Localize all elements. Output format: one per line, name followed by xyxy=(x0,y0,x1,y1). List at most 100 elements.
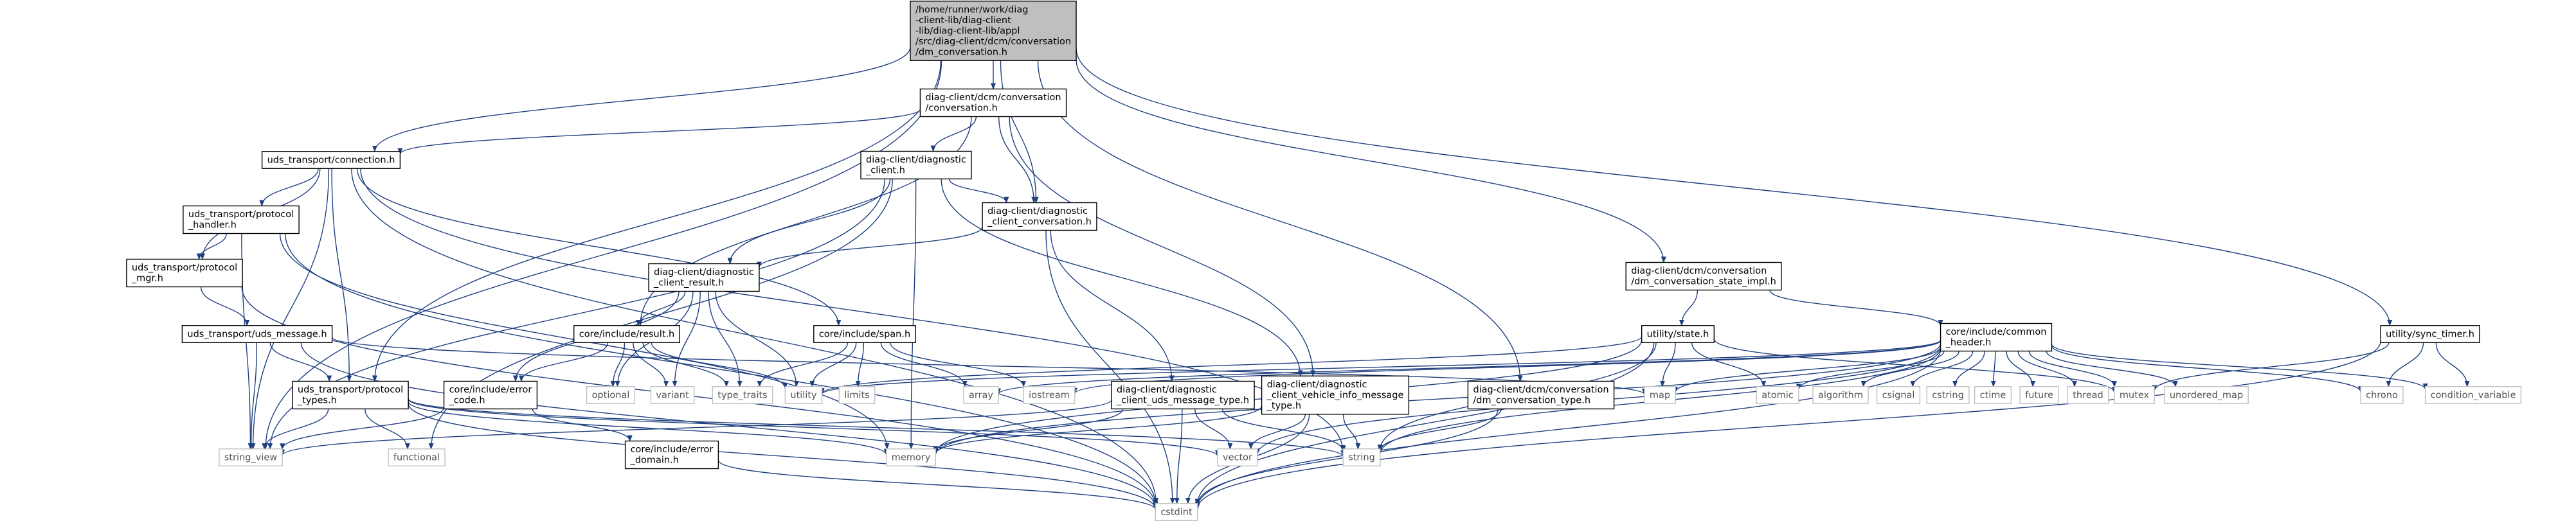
node-label-line: core/include/result.h xyxy=(579,329,675,339)
edge-vehicle-info-message-type-to-memory xyxy=(933,405,1263,455)
node-uds-message-type[interactable]: diag-client/diagnostic_client_uds_messag… xyxy=(1111,380,1255,410)
edge-connection-to-protocol-handler xyxy=(259,168,319,207)
node-label-line: _domain.h xyxy=(630,455,679,466)
edge-diag-client-to-client-conversation xyxy=(948,179,1009,204)
node-client-conversation[interactable]: diag-client/diagnostic_client_conversati… xyxy=(982,202,1097,231)
node-label-line: _type.h xyxy=(1266,401,1301,411)
node-label-line: utility/state.h xyxy=(1647,329,1709,339)
edge-protocol-types-to-vector xyxy=(408,398,1220,457)
edge-sync-timer-to-mutex xyxy=(2152,342,2390,392)
edge-diag-client-to-memory xyxy=(908,179,917,450)
edge-state-to-map xyxy=(1659,342,1676,387)
node-root[interactable]: /home/runner/work/diag-client-lib/diag-c… xyxy=(910,1,1077,61)
node-label-line: core/include/error xyxy=(449,385,532,395)
edge-uds-message-type-to-memory xyxy=(933,409,1123,453)
node-conversation[interactable]: diag-client/dcm/conversation/conversatio… xyxy=(919,88,1067,118)
node-client-result[interactable]: diag-client/diagnostic_client_result.h xyxy=(648,263,760,292)
edge-uds-message-type-to-string-view xyxy=(280,399,1112,456)
node-label-line: ctime xyxy=(1980,390,2006,400)
node-algorithm: algorithm xyxy=(1812,386,1869,404)
edge-protocol-types-to-memory xyxy=(408,401,889,455)
edge-root-to-dm-conversation-type xyxy=(1037,60,1523,382)
node-box xyxy=(648,263,760,292)
edge-sync-timer-to-condition-variable xyxy=(2435,342,2470,387)
edge-conversation-to-vehicle-info-message-type xyxy=(1009,116,1316,377)
node-label-line: _code.h xyxy=(449,396,485,406)
node-box xyxy=(219,448,283,466)
edge-uds-message-to-string-view xyxy=(248,342,258,450)
node-uds-message[interactable]: uds_transport/uds_message.h xyxy=(181,325,333,343)
node-state-impl[interactable]: diag-client/dcm/conversation/dm_conversa… xyxy=(1625,261,1782,291)
node-label-line: algorithm xyxy=(1818,390,1863,400)
node-box xyxy=(2164,386,2249,404)
edge-state-to-cstdint xyxy=(1194,342,1655,506)
node-box xyxy=(183,205,300,234)
node-label-line: uds_transport/protocol xyxy=(132,263,237,273)
edge-result-to-variant xyxy=(633,342,669,387)
node-label-line: functional xyxy=(393,452,440,463)
node-box xyxy=(1812,386,1869,404)
edges-layer xyxy=(196,47,2470,511)
node-box xyxy=(1625,261,1782,291)
node-label-line: /src/diag-client/dcm/conversation xyxy=(915,37,1071,47)
node-unordered-map: unordered_map xyxy=(2164,386,2249,404)
node-protocol-handler[interactable]: uds_transport/protocol_handler.h xyxy=(183,205,300,234)
node-box xyxy=(712,386,773,404)
node-state[interactable]: utility/state.h xyxy=(1641,325,1715,343)
edge-root-to-sync-timer xyxy=(1076,48,2393,326)
node-box xyxy=(1155,503,1198,521)
node-vehicle-info-message-type[interactable]: diag-client/diagnostic_client_vehicle_in… xyxy=(1261,375,1410,415)
node-label-line: optional xyxy=(592,390,630,400)
node-label-line: utility/sync_timer.h xyxy=(2386,329,2474,339)
edge-span-to-iostream xyxy=(890,342,1027,387)
edge-connection-to-cstdint xyxy=(351,168,1159,504)
node-box xyxy=(388,448,446,466)
node-label-line: diag-client/dcm/conversation xyxy=(1473,385,1608,395)
node-protocol-types[interactable]: uds_transport/protocol_types.h xyxy=(292,380,409,410)
node-result[interactable]: core/include/result.h xyxy=(573,325,680,343)
node-label-line: _handler.h xyxy=(188,220,237,231)
node-chrono: chrono xyxy=(2360,386,2404,404)
node-label-line: map xyxy=(1650,390,1670,400)
node-box xyxy=(2019,386,2059,404)
node-label-line: uds_transport/protocol xyxy=(298,385,403,395)
node-label-line: csignal xyxy=(1882,390,1915,400)
edge-protocol-types-to-string-view xyxy=(262,409,329,450)
node-span[interactable]: core/include/span.h xyxy=(813,325,916,343)
edge-common-header-to-utility xyxy=(819,339,1941,395)
node-dm-conversation-type[interactable]: diag-client/dcm/conversation/dm_conversa… xyxy=(1467,380,1615,410)
node-label-line: string_view xyxy=(224,452,277,463)
node-connection[interactable]: uds_transport/connection.h xyxy=(261,151,401,169)
node-label-line: -lib/diag-client-lib/appl xyxy=(915,26,1020,36)
node-box xyxy=(650,386,695,404)
node-thread: thread xyxy=(2067,386,2109,404)
node-error-code[interactable]: core/include/error_code.h xyxy=(443,380,538,410)
edge-common-header-to-cstdint xyxy=(1194,349,1941,509)
node-box xyxy=(784,386,823,404)
edge-state-to-atomic xyxy=(1691,342,1767,387)
node-error-domain[interactable]: core/include/error_domain.h xyxy=(624,440,719,470)
edge-result-to-utility xyxy=(651,342,788,390)
node-protocol-mgr[interactable]: uds_transport/protocol_mgr.h xyxy=(126,258,243,288)
edge-common-header-to-algorithm xyxy=(1860,351,1959,387)
node-common-header[interactable]: core/include/common_header.h xyxy=(1940,322,2053,352)
node-box xyxy=(1876,386,1921,404)
edge-client-result-to-variant xyxy=(672,291,701,387)
node-box xyxy=(1467,380,1615,410)
node-label-line: _client_conversation.h xyxy=(987,217,1092,227)
node-box xyxy=(838,386,876,404)
edge-common-header-to-condition-variable xyxy=(2051,344,2428,390)
node-label-line: /dm_conversation_type.h xyxy=(1473,396,1590,406)
node-label-line: _types.h xyxy=(297,396,337,406)
edge-common-header-to-ctime xyxy=(1990,351,1996,387)
node-diag-client[interactable]: diag-client/diagnostic_client.h xyxy=(860,150,972,180)
edge-protocol-handler-to-protocol-mgr xyxy=(196,233,227,260)
node-box xyxy=(2380,325,2480,343)
node-sync-timer[interactable]: utility/sync_timer.h xyxy=(2380,325,2480,343)
edge-common-header-to-chrono xyxy=(2051,345,2364,393)
node-label-line: diag-client/diagnostic xyxy=(866,155,966,165)
node-box xyxy=(1644,386,1676,404)
node-label-line: /conversation.h xyxy=(925,103,997,114)
edge-state-impl-to-common-header xyxy=(1769,290,1943,326)
